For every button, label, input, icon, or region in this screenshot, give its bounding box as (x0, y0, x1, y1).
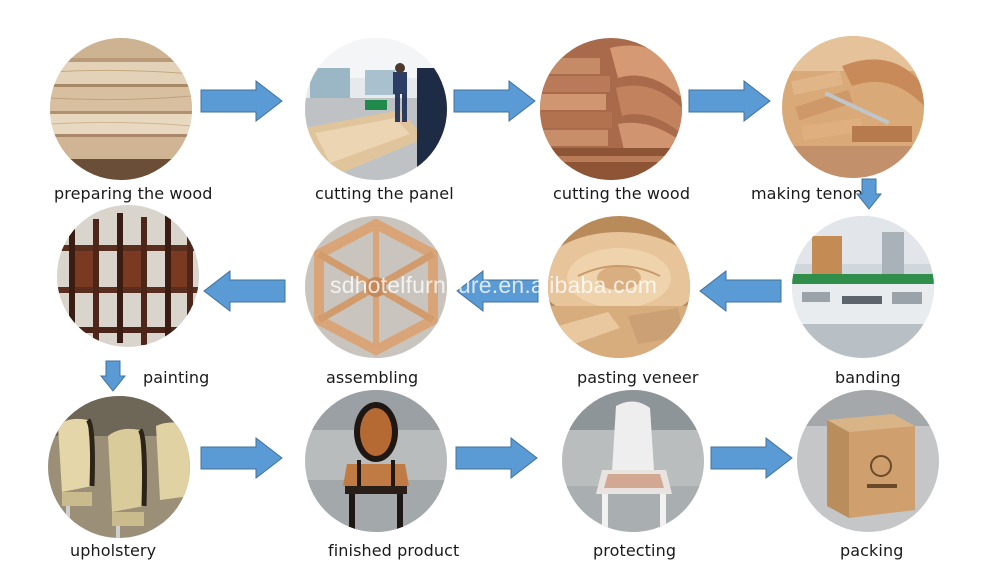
arrow-down-icon (100, 360, 126, 392)
photo-cutting-the-wood (540, 38, 682, 180)
photo-cutting-the-panel (305, 38, 447, 180)
label-packing: packing (840, 541, 904, 560)
photo-upholstery (48, 396, 190, 538)
photo-pasting-veneer (548, 216, 690, 358)
arrow-right-icon (200, 80, 283, 122)
photo-making-tenon (782, 36, 924, 178)
arrow-left-icon (699, 270, 782, 312)
arrow-left-icon (456, 270, 539, 312)
arrow-right-icon (455, 437, 538, 479)
arrow-right-icon (688, 80, 771, 122)
label-preparing-the-wood: preparing the wood (54, 184, 213, 203)
label-cutting-the-panel: cutting the panel (315, 184, 454, 203)
photo-preparing-the-wood (50, 38, 192, 180)
arrow-right-icon (200, 437, 283, 479)
label-making-tenon: making tenon (751, 184, 863, 203)
label-assembling: assembling (326, 368, 419, 387)
label-banding: banding (835, 368, 901, 387)
label-finished-product: finished product (328, 541, 460, 560)
photo-assembling (305, 216, 447, 358)
photo-banding (792, 216, 934, 358)
photo-protecting (562, 390, 704, 532)
arrow-left-icon (203, 270, 286, 312)
label-upholstery: upholstery (70, 541, 157, 560)
photo-painting (57, 205, 199, 347)
label-protecting: protecting (593, 541, 677, 560)
label-pasting-veneer: pasting veneer (577, 368, 699, 387)
label-painting: painting (143, 368, 210, 387)
watermark-text: sdhotelfurniture.en.alibaba.com (330, 272, 658, 298)
photo-packing (797, 390, 939, 532)
photo-finished-product (305, 390, 447, 532)
arrow-right-icon (710, 437, 793, 479)
label-cutting-the-wood: cutting the wood (553, 184, 691, 203)
arrow-down-icon (856, 178, 882, 210)
arrow-right-icon (453, 80, 536, 122)
